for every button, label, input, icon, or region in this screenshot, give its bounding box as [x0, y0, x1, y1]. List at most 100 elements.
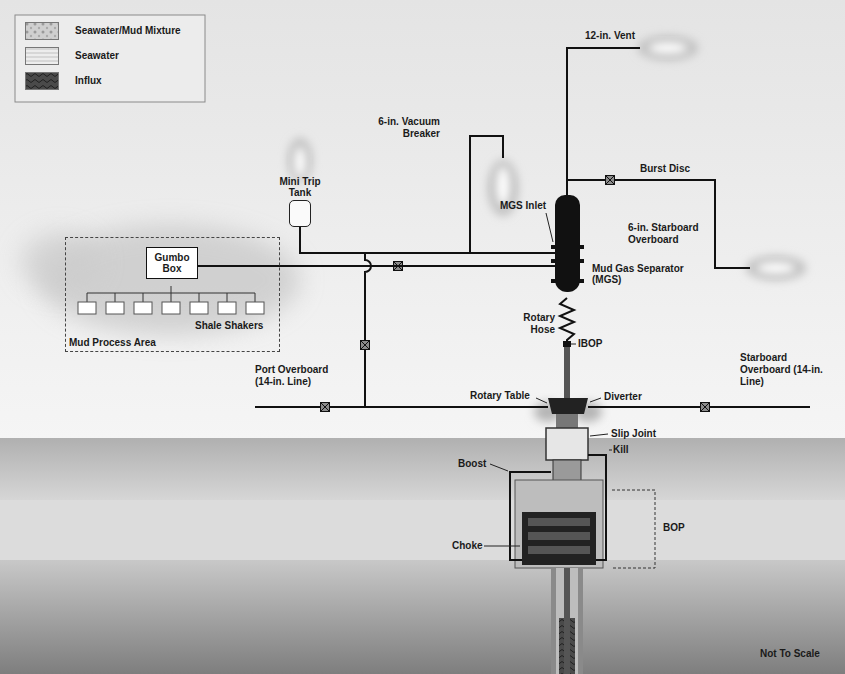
shale-shaker — [78, 302, 96, 314]
legend-box — [15, 15, 205, 102]
pipe — [567, 180, 750, 268]
pipe-connector — [198, 265, 555, 267]
part-label: Rotary Hose — [505, 312, 555, 336]
bop-stack — [515, 480, 603, 568]
leader-line — [536, 398, 547, 403]
pipe — [470, 136, 503, 253]
bop-stack — [510, 472, 551, 560]
pipe-connector — [300, 227, 555, 253]
flange — [551, 245, 584, 249]
vapor-plume — [756, 262, 796, 274]
diverter-housing — [548, 398, 588, 414]
legend-row: Seawater — [25, 47, 200, 65]
wellbore — [556, 568, 578, 674]
part-label: IBOP — [578, 338, 602, 350]
bop-stack — [510, 455, 655, 568]
legend-swatch — [25, 72, 59, 90]
legend: Seawater/Mud MixtureSeawaterInflux — [15, 15, 205, 102]
wellbore — [551, 568, 583, 674]
process-area: Mud Process Area Gumbo Box — [65, 237, 280, 352]
node-text: Mud Gas Separator (MGS) — [592, 263, 684, 285]
leader-line — [590, 434, 608, 436]
part-label: Not To Scale — [760, 648, 820, 660]
legend-swatch — [26, 73, 59, 90]
vapor-plume — [20, 232, 100, 292]
part-label: 6-in. Starboard Overboard — [628, 222, 712, 246]
part-label: Shale Shakers — [195, 320, 263, 332]
legend-swatch — [25, 47, 59, 65]
legend-text: Influx — [75, 75, 102, 86]
node-text: Mud Process Area — [69, 337, 156, 348]
part-label: Burst Disc — [640, 163, 690, 175]
node-text: Gumbo Box — [152, 252, 192, 274]
part-label: Starboard Overboard (14-in. Line) — [740, 352, 835, 388]
pipe — [255, 406, 548, 408]
diverter-housing — [556, 414, 578, 428]
pipe — [255, 48, 810, 407]
part-label: Slip Joint — [611, 428, 656, 440]
leader-line — [590, 398, 601, 402]
shale-shaker — [162, 302, 180, 314]
wellbore — [564, 568, 570, 674]
valve-symbol — [321, 176, 710, 412]
vapor-plume — [288, 138, 312, 182]
legend-box — [15, 15, 205, 102]
background — [0, 560, 845, 674]
flange — [551, 279, 584, 283]
legend-swatch — [25, 22, 59, 40]
shale-shaker — [218, 302, 236, 314]
part-label: 6-in. Vacuum Breaker — [360, 116, 440, 140]
part-label: Rotary Table — [470, 390, 530, 402]
legend-swatch — [26, 23, 59, 40]
legend-row: Influx — [25, 72, 200, 90]
vapor-plume — [746, 256, 806, 280]
part-label: Boost — [458, 458, 486, 470]
background — [0, 500, 845, 562]
shale-shaker — [87, 286, 255, 302]
background — [0, 0, 845, 440]
valve-symbol — [606, 176, 615, 185]
shale-shaker — [246, 302, 264, 314]
tank-vessel: Mini Trip Tank — [278, 176, 322, 227]
bop-stack — [528, 518, 590, 526]
valve-symbol — [321, 403, 330, 412]
leader-line — [490, 464, 508, 471]
valve-symbol — [361, 341, 370, 350]
drill-string — [563, 341, 571, 347]
pipe — [588, 406, 810, 408]
legend-row: Seawater/Mud Mixture — [25, 22, 200, 40]
valve-symbol — [701, 403, 710, 412]
bop-stack — [588, 455, 606, 560]
bop-stack — [528, 532, 590, 540]
separator-shell — [555, 195, 580, 292]
node-text: Mini Trip Tank — [278, 176, 322, 198]
part-label: Kill — [613, 444, 629, 456]
legend-text: Seawater — [75, 50, 119, 61]
leader-line — [484, 546, 520, 547]
bop-stack — [528, 546, 590, 554]
vapor-plume — [648, 42, 688, 54]
part-label: MGS Inlet — [500, 200, 546, 212]
vapor-plume — [638, 36, 698, 60]
pipe — [365, 253, 371, 407]
leader-line — [484, 213, 612, 546]
shale-shaker — [190, 302, 208, 314]
leader-line — [571, 344, 576, 345]
vapor-plume — [294, 146, 306, 178]
wellbore — [551, 568, 583, 674]
part-label: 12-in. Vent — [585, 30, 635, 42]
legend-text: Seawater/Mud Mixture — [75, 25, 181, 36]
process-box: Gumbo Box — [146, 247, 198, 279]
part-label: Choke — [452, 540, 483, 552]
vapor-plume — [20, 36, 806, 422]
legend-swatch — [26, 48, 59, 65]
shale-shaker — [134, 302, 152, 314]
leader-line — [546, 213, 553, 242]
shale-shaker — [78, 286, 264, 314]
part-label: Diverter — [604, 391, 642, 403]
drill-string — [560, 298, 574, 345]
part-label: BOP — [663, 522, 685, 534]
shale-shaker — [106, 302, 124, 314]
leader-line — [609, 450, 612, 451]
